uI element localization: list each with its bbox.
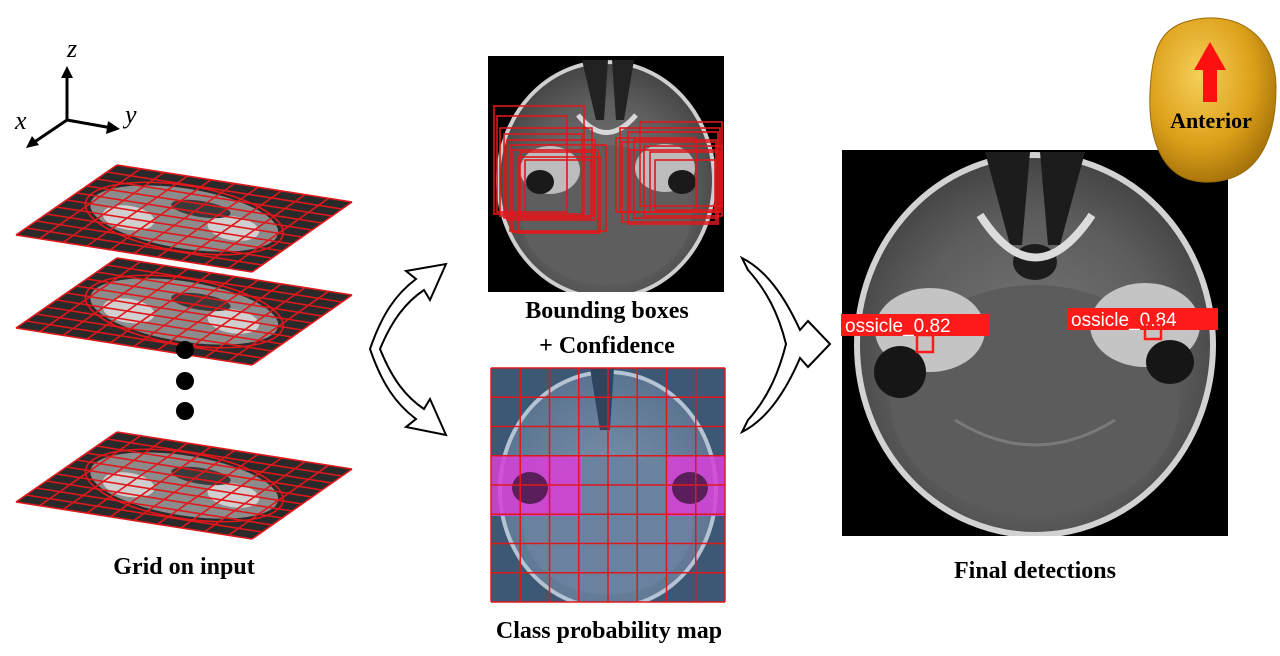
detection-left-box <box>915 333 935 354</box>
caption-grid-on-input: Grid on input <box>113 554 254 580</box>
candidate-box <box>496 115 568 213</box>
bounding-boxes-panel <box>488 56 724 292</box>
detection-right: ossicle_0.84 <box>1067 308 1218 341</box>
candidate-box <box>519 151 595 217</box>
detection-left-label-bg <box>841 314 989 336</box>
class-probability-panel <box>490 367 726 603</box>
candidate-box <box>517 156 601 234</box>
detection-right-label: ossicle_0.84 <box>1071 310 1177 331</box>
axis-glyph <box>26 66 120 148</box>
detection-right-box <box>1143 321 1163 341</box>
candidate-box <box>524 159 592 219</box>
anterior-label: Anterior <box>1170 108 1252 133</box>
candidate-box <box>621 141 717 223</box>
input-slice <box>15 164 353 273</box>
candidate-box <box>511 149 599 233</box>
detection-left: ossicle_0.82 <box>841 314 989 354</box>
caption-class-probability: Class probability map <box>496 618 722 644</box>
caption-bounding-boxes: Bounding boxes <box>525 298 688 324</box>
input-slice <box>15 431 353 540</box>
anterior-arrow-icon <box>1194 42 1226 102</box>
caption-confidence: + Confidence <box>539 333 675 359</box>
stack-ellipsis-dots <box>176 341 194 420</box>
input-slice <box>15 257 353 366</box>
detection-left-label: ossicle_0.82 <box>845 316 951 337</box>
candidate-box <box>654 159 716 211</box>
caption-final-detections: Final detections <box>954 558 1116 584</box>
axis-y-label: y <box>122 100 137 129</box>
axis-z-label: z <box>66 34 77 63</box>
final-detections-panel: ossicle_0.82 ossicle_0.84 <box>841 150 1228 536</box>
input-slice-stack <box>15 164 353 540</box>
candidate-box <box>639 121 723 207</box>
probability-grid <box>490 367 726 603</box>
orientation-skull: Anterior <box>1149 17 1277 183</box>
candidate-box-group <box>493 105 723 234</box>
split-arrow <box>368 262 448 437</box>
candidate-box <box>509 144 607 232</box>
axis-x-label: x <box>14 106 27 135</box>
detection-right-label-bg <box>1067 308 1218 330</box>
merge-arrow <box>739 255 832 435</box>
candidate-box <box>633 139 719 219</box>
candidate-box <box>506 139 596 221</box>
